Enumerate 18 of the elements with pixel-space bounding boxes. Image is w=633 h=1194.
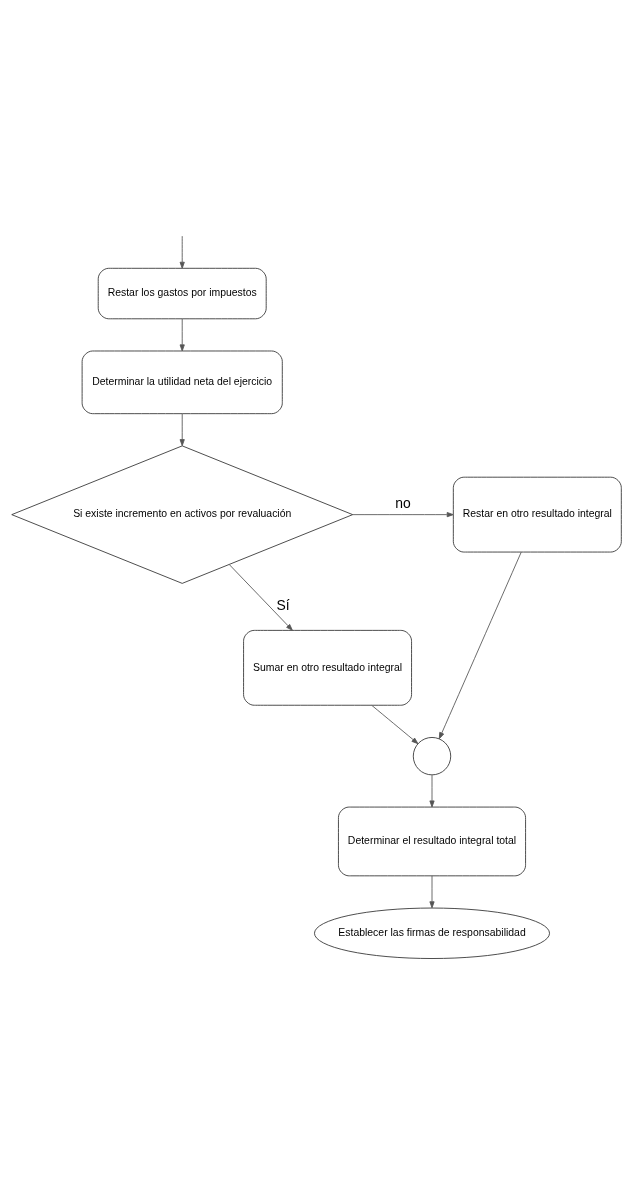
arrow — [228, 564, 293, 631]
node-box: Determinar el resultado integral total — [338, 806, 526, 877]
node-diamond: Si existe incremento en activos por revaluación — [11, 445, 354, 584]
node-box: Sumar en otro resultado integral — [243, 629, 412, 706]
edge-label: Sí — [276, 597, 290, 614]
edge-label: no — [395, 494, 411, 511]
arrow — [371, 704, 419, 745]
arrow — [429, 875, 435, 909]
node-box: Restar en otro resultado integral — [452, 476, 622, 553]
arrow — [179, 235, 185, 269]
arrow — [179, 413, 185, 447]
node-box: Determinar la utilidad neta del ejercicio — [81, 350, 283, 415]
arrow — [179, 318, 185, 352]
arrow — [438, 551, 522, 740]
arrow — [352, 512, 454, 518]
node-ellipse: Establecer las firmas de responsabilidad — [314, 907, 550, 959]
node-box: Restar los gastos por impuestos — [97, 267, 267, 320]
arrow — [429, 774, 435, 808]
